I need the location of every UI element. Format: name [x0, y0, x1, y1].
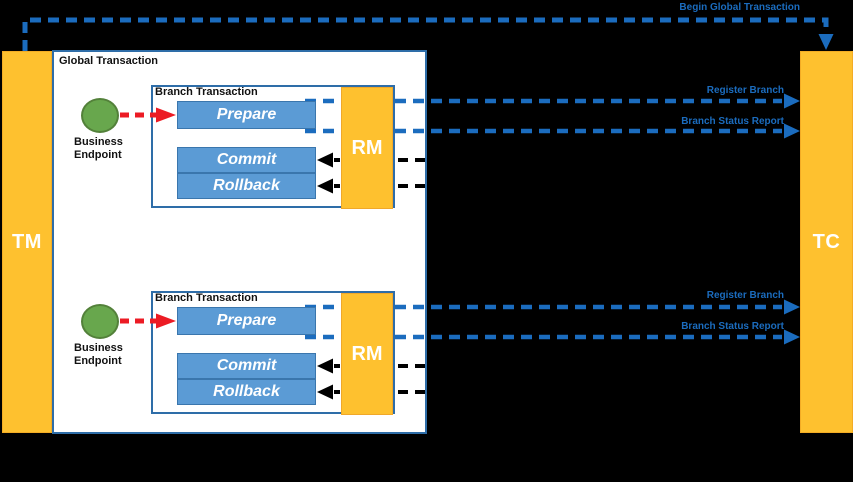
global-transaction-title: Global Transaction	[59, 55, 159, 67]
branch-status-report-caption-1: Branch Status Report	[681, 116, 784, 127]
prepare-label-1: Prepare	[216, 106, 277, 123]
business-endpoint-label-1-line2: Endpoint	[74, 149, 122, 161]
commit-box-2: Commit	[177, 353, 316, 379]
begin-global-transaction-arrow	[22, 17, 834, 51]
commit-box-1: Commit	[177, 147, 316, 173]
business-endpoint-label-2-line1: Business	[74, 342, 123, 354]
prepare-box-1: Prepare	[177, 101, 316, 129]
branch-transaction-title-1: Branch Transaction	[155, 86, 258, 98]
business-endpoint-label-1: Business Endpoint	[74, 136, 146, 162]
rollback-box-1: Rollback	[177, 173, 316, 199]
prepare-label-2: Prepare	[216, 312, 277, 329]
tc-label: TC	[812, 230, 841, 253]
rm-label-1: RM	[351, 136, 383, 159]
business-endpoint-circle-1	[81, 98, 119, 133]
tm-pillar: TM	[2, 51, 52, 433]
rm-box-2: RM	[341, 293, 393, 415]
begin-global-transaction-caption: Begin Global Transaction	[679, 2, 800, 13]
rm-label-2: RM	[351, 342, 383, 365]
business-endpoint-label-1-line1: Business	[74, 136, 123, 148]
rm-box-1: RM	[341, 87, 393, 209]
business-endpoint-label-2: Business Endpoint	[74, 342, 146, 368]
branch-status-report-caption-2: Branch Status Report	[681, 321, 784, 332]
register-branch-caption-1: Register Branch	[706, 85, 784, 96]
commit-label-1: Commit	[216, 151, 277, 168]
rollback-box-2: Rollback	[177, 379, 316, 405]
business-endpoint-label-2-line2: Endpoint	[74, 355, 122, 367]
business-endpoint-circle-2	[81, 304, 119, 339]
tm-label: TM	[12, 230, 42, 253]
register-branch-caption-2: Register Branch	[706, 290, 784, 301]
branch-transaction-title-2: Branch Transaction	[155, 292, 258, 304]
rollback-label-2: Rollback	[213, 383, 280, 400]
commit-label-2: Commit	[216, 357, 277, 374]
prepare-box-2: Prepare	[177, 307, 316, 335]
rollback-label-1: Rollback	[213, 177, 280, 194]
tc-pillar: TC	[800, 51, 853, 433]
